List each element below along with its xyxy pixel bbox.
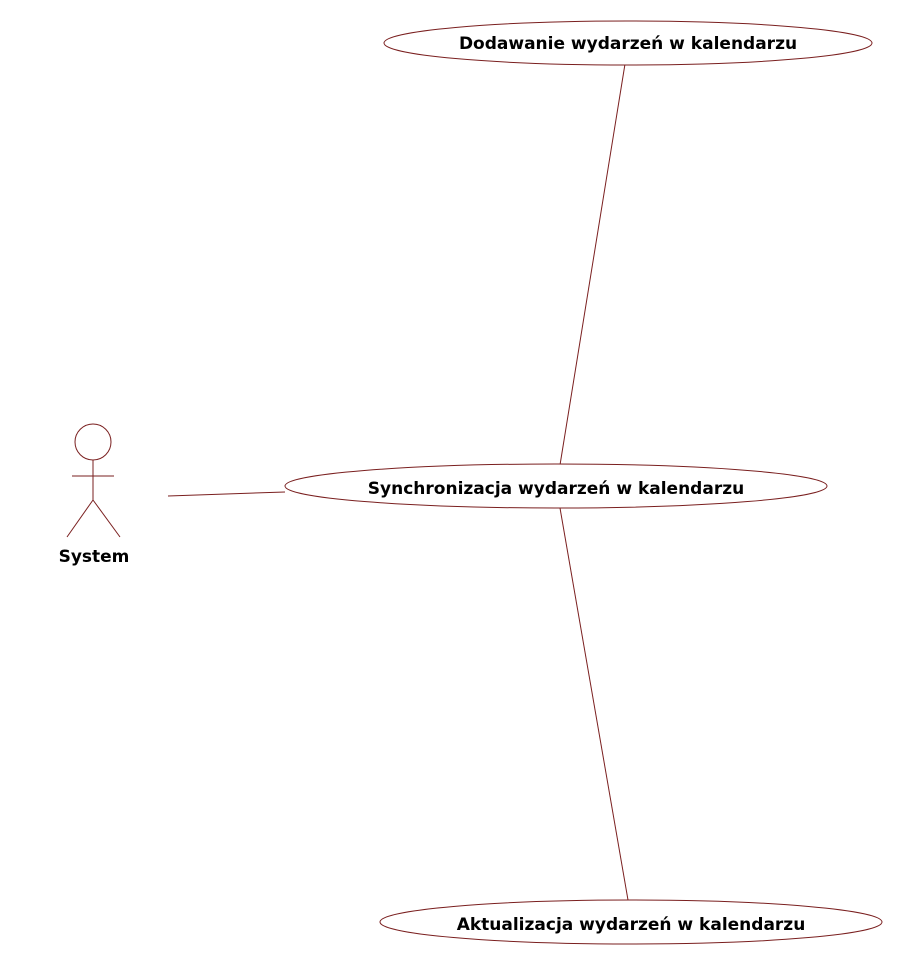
association-synchronization-adding (559, 63, 626, 466)
association-actor-synchronization (167, 491, 286, 497)
use-case-synchronizing-events[interactable]: Synchronizacja wydarzeń w kalendarzu (284, 463, 828, 509)
use-case-adding-events-label: Dodawanie wydarzeń w kalendarzu (459, 34, 797, 54)
actor-right-leg (92, 499, 121, 538)
actor-name: System (59, 547, 130, 567)
actor-head (74, 423, 112, 461)
use-case-updating-events-ellipse (379, 899, 883, 945)
association-synchronization-updating (559, 507, 629, 901)
actor-system[interactable]: System (59, 423, 130, 567)
use-case-updating-events[interactable]: Aktualizacja wydarzeń w kalendarzu (379, 899, 883, 945)
use-case-adding-events-ellipse (383, 20, 873, 66)
use-case-adding-events[interactable]: Dodawanie wydarzeń w kalendarzu (383, 20, 873, 66)
use-case-synchronizing-events-label: Synchronizacja wydarzeń w kalendarzu (368, 479, 744, 499)
use-case-synchronizing-events-ellipse (284, 463, 828, 509)
use-case-updating-events-label: Aktualizacja wydarzeń w kalendarzu (457, 915, 806, 935)
actor-left-leg (66, 499, 94, 538)
